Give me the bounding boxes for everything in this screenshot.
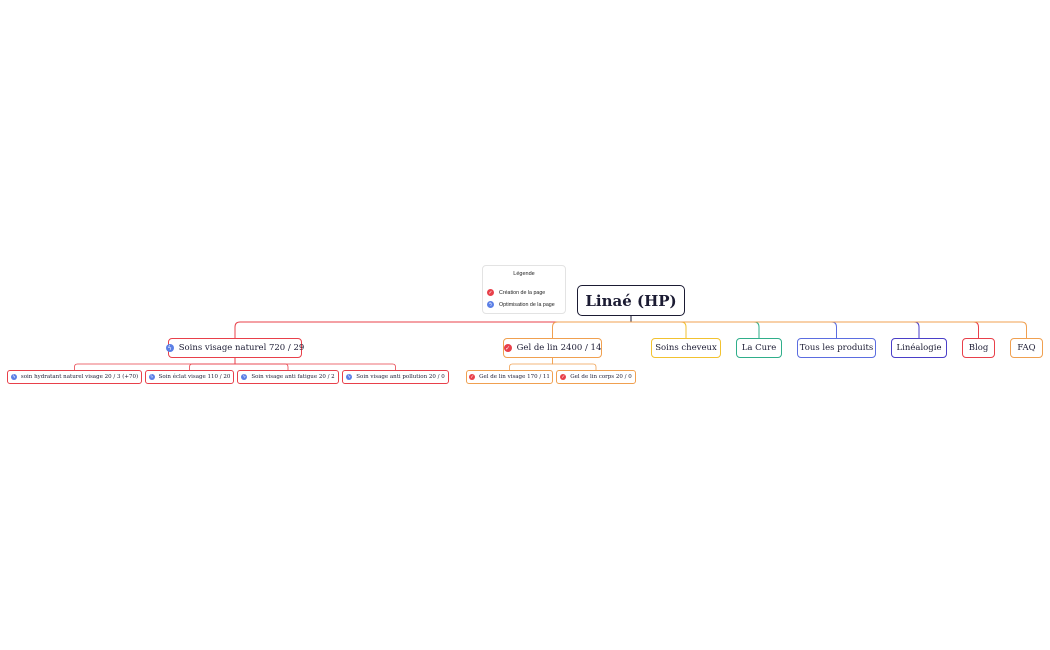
branch-node-7[interactable]: FAQ [1010,338,1043,358]
branch-node-7-label: FAQ [1017,343,1036,353]
legend-panel: Légende ✓ Création de la page ϟ Optimisa… [482,265,566,314]
branch-node-4-label: Tous les produits [799,343,874,353]
branch-connector [631,321,837,338]
child-node-0-2-label: Soin visage anti fatigue 20 / 2 [251,374,335,380]
legend-title: Légende [513,271,535,277]
branch-connector [631,321,920,338]
branch-node-6-label: Blog [968,343,989,353]
check-icon: ✓ [503,344,512,352]
branch-node-2-label: Soins cheveux [655,343,717,353]
branch-connector [234,321,631,338]
check-icon: ✓ [560,374,567,380]
legend-item-creation: ✓ Création de la page [487,289,545,296]
branch-node-3[interactable]: La Cure [736,338,782,358]
check-icon: ✓ [487,289,494,296]
root-node-label: Linaé (HP) [585,291,677,310]
child-node-0-0-label: soin hydratant naturel visage 20 / 3 (+7… [20,374,139,380]
child-connector [552,358,597,370]
branch-connector [631,321,979,338]
branch-node-2[interactable]: Soins cheveux [651,338,721,358]
child-connector [234,358,396,370]
lightning-icon: ϟ [346,374,353,380]
branch-node-5-label: Linéalogie [896,343,942,353]
branch-node-3-label: La Cure [741,343,777,353]
child-node-0-1-label: Soin éclat visage 110 / 20 [158,374,231,380]
branch-connector [631,321,760,338]
legend-item-label: Optimisation de la page [499,301,555,308]
lightning-icon: ϟ [165,344,174,352]
child-node-0-3-label: Soin visage anti pollution 20 / 0 [356,374,445,380]
child-node-1-0[interactable]: ✓Gel de lin visage 170 / 11 [466,370,553,384]
branch-node-1-label: Gel de lin 2400 / 14 [516,343,602,353]
child-node-1-0-label: Gel de lin visage 170 / 11 [479,374,550,380]
child-node-1-1-label: Gel de lin corps 20 / 0 [570,374,632,380]
lightning-icon: ϟ [487,301,494,308]
lightning-icon: ϟ [10,374,17,380]
lightning-icon: ϟ [241,374,248,380]
branch-node-0[interactable]: ϟ Soins visage naturel 720 / 29 [165,338,305,358]
child-connector [234,358,289,370]
branch-node-6[interactable]: Blog [962,338,995,358]
branch-connector [631,321,1027,338]
check-icon: ✓ [469,374,476,380]
branch-node-4[interactable]: Tous les produits [797,338,876,358]
branch-node-5[interactable]: Linéalogie [891,338,947,358]
lightning-icon: ϟ [148,374,155,380]
branch-connector [552,321,631,338]
legend-item-label: Création de la page [499,289,546,296]
branch-node-1[interactable]: ✓ Gel de lin 2400 / 14 [503,338,602,358]
legend-item-optimisation: ϟ Optimisation de la page [487,301,555,308]
branch-connector [631,321,687,338]
branch-node-0-label: Soins visage naturel 720 / 29 [178,343,305,353]
root-node[interactable]: Linaé (HP) [577,285,685,316]
child-connector [509,358,553,370]
child-connector [74,358,236,370]
child-connector [189,358,236,370]
child-node-1-1[interactable]: ✓Gel de lin corps 20 / 0 [556,370,636,384]
